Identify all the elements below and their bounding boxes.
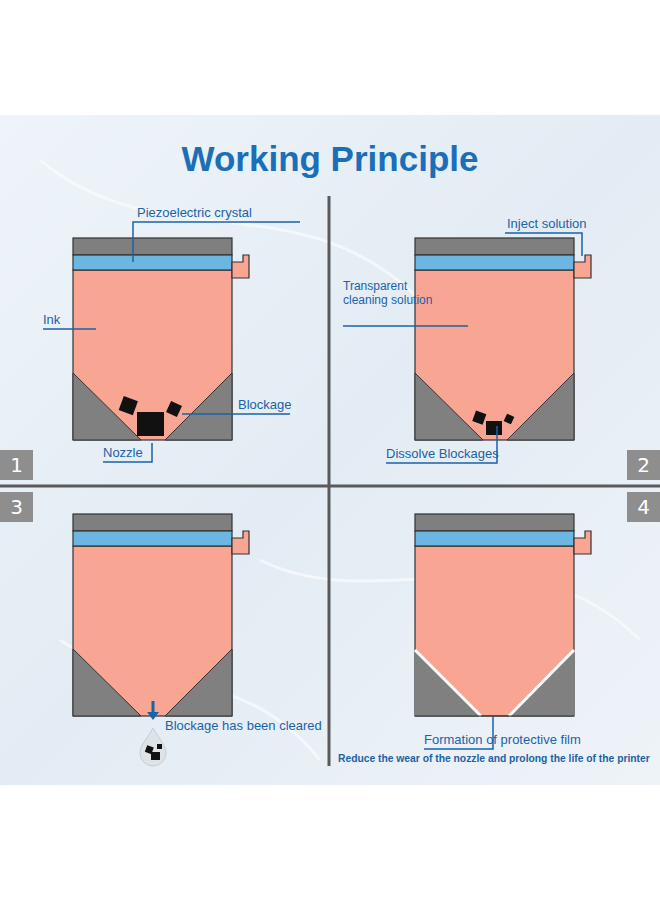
label: Inject solution [507,216,587,231]
step-tab: 3 [0,492,33,522]
printhead [415,238,591,440]
printhead [73,514,249,716]
leader-line [43,222,582,749]
printhead [73,238,249,440]
label: Ink [43,312,60,327]
label: Nozzle [103,445,143,460]
printhead [415,514,591,716]
title: Working Principle [0,138,660,180]
label: Transparent cleaning solution [343,279,433,307]
step-number: 4 [637,495,650,519]
step-number: 3 [10,495,23,519]
step-number: 1 [10,453,23,477]
step-tab: 4 [627,492,660,522]
arrow [152,701,155,713]
label: Piezoelectric crystal [137,205,252,220]
background [0,115,660,785]
droplet [140,728,166,766]
divider [328,196,331,766]
step-number: 2 [637,453,650,477]
label: Formation of protective film [424,732,581,747]
label: Reduce the wear of the nozzle and prolon… [338,752,650,765]
label: Blockage [238,397,291,412]
step-tab: 1 [0,450,33,480]
step-tab: 2 [627,450,660,480]
divider [0,485,660,488]
label: Blockage has been cleared [165,718,322,733]
label: Dissolve Blockages [386,446,499,461]
